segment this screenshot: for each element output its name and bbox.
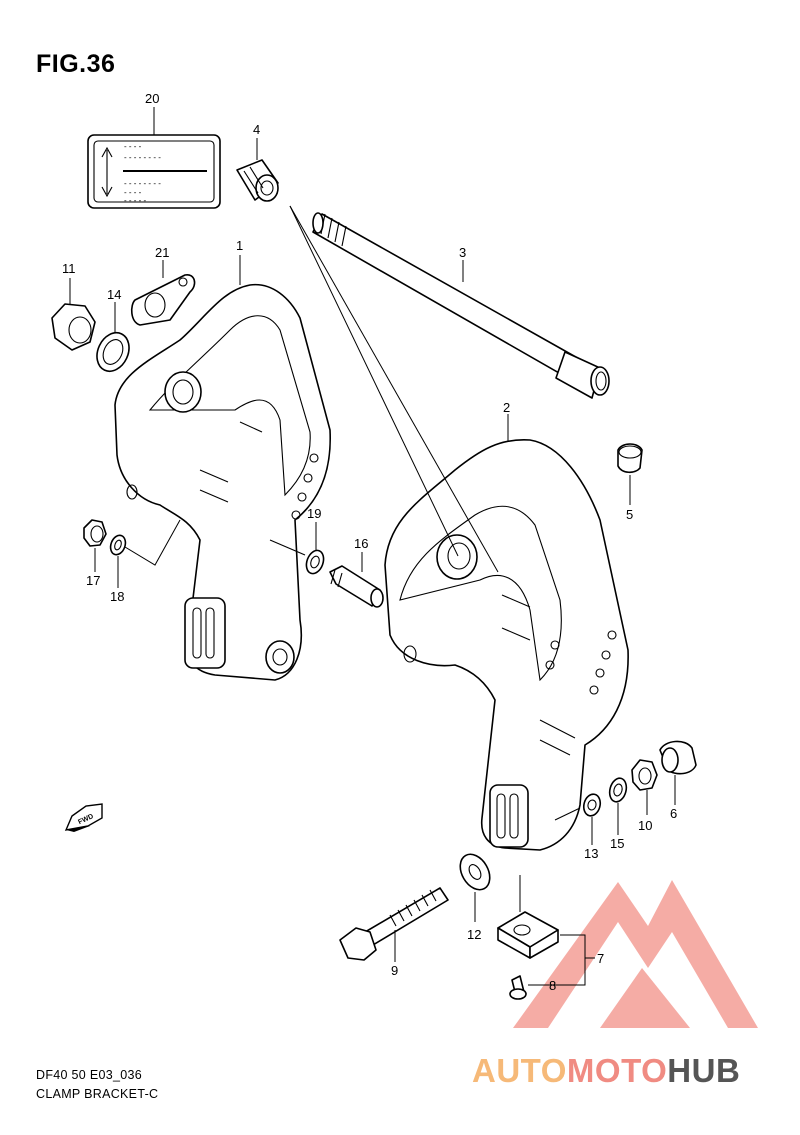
part-number-17: 17	[86, 573, 100, 588]
watermark-text: AUTOMOTOHUB	[472, 1052, 740, 1090]
leader-lines	[69, 107, 676, 986]
figure-caption: CLAMP BRACKET-C	[36, 1087, 159, 1101]
bolt-part-9	[339, 887, 449, 961]
model-code: DF40 50 E03_036	[36, 1068, 142, 1082]
watermark-auto: AUTO	[472, 1052, 567, 1089]
plate-part-21	[130, 274, 196, 326]
clamp-bracket-part-1	[114, 283, 331, 681]
part-number-16: 16	[354, 536, 368, 551]
part-number-13: 13	[584, 846, 598, 861]
part-number-11: 11	[62, 261, 76, 276]
washer-part-18	[109, 534, 127, 556]
watermark-logo	[513, 880, 758, 1028]
part-number-7: 7	[597, 951, 604, 966]
bushing-part-4	[236, 159, 279, 202]
part-number-18: 18	[110, 589, 124, 604]
part-number-14: 14	[107, 287, 121, 302]
plate-line-3: - - - - - - - -	[124, 179, 161, 188]
part-number-21: 21	[155, 245, 169, 260]
part-number-10: 10	[638, 818, 652, 833]
bushing-part-5	[617, 443, 643, 474]
clamp-bracket-part-2	[384, 439, 629, 851]
plate-line-1: - - - -	[124, 142, 142, 151]
pin-part-16	[329, 565, 384, 608]
part-number-12: 12	[467, 927, 481, 942]
figure-title: FIG.36	[36, 50, 116, 78]
washer-part-14	[96, 331, 130, 373]
fwd-arrow-icon: FWD	[64, 803, 103, 832]
part-number-19: 19	[307, 506, 321, 521]
watermark-hub: HUB	[667, 1052, 741, 1089]
nut-part-11	[51, 303, 96, 351]
label-plate-part-20: - - - - - - - - - - - - - - - - - - - - …	[87, 134, 221, 209]
part-number-4: 4	[253, 122, 260, 137]
cap-part-6	[659, 740, 697, 775]
washer-part-15	[608, 777, 628, 803]
washer-part-13	[582, 793, 602, 817]
part-number-6: 6	[670, 806, 677, 821]
washer-part-12	[459, 853, 491, 891]
part-number-9: 9	[391, 963, 398, 978]
plate-line-2: - - - - - - - -	[124, 153, 161, 162]
nut-part-10	[631, 759, 658, 791]
part-number-8: 8	[549, 978, 556, 993]
part-number-15: 15	[610, 836, 624, 851]
block-part-7	[497, 911, 559, 959]
part-number-5: 5	[626, 507, 633, 522]
washer-part-19	[305, 549, 325, 575]
plate-line-4: - - - -	[124, 188, 142, 197]
part-number-1: 1	[236, 238, 243, 253]
nut-part-17	[83, 519, 107, 547]
part-number-20: 20	[145, 91, 159, 106]
part-number-2: 2	[503, 400, 510, 415]
plate-line-5: - - - - -	[124, 196, 147, 205]
through-bolt-part-3	[312, 212, 610, 399]
part-number-labels: 1 2 3 4 5 6 7 8 9 10 11 12 13 14 15 16 1…	[62, 91, 677, 993]
watermark-moto: MOTO	[566, 1052, 668, 1089]
screw-part-8	[509, 975, 527, 1000]
part-number-3: 3	[459, 245, 466, 260]
